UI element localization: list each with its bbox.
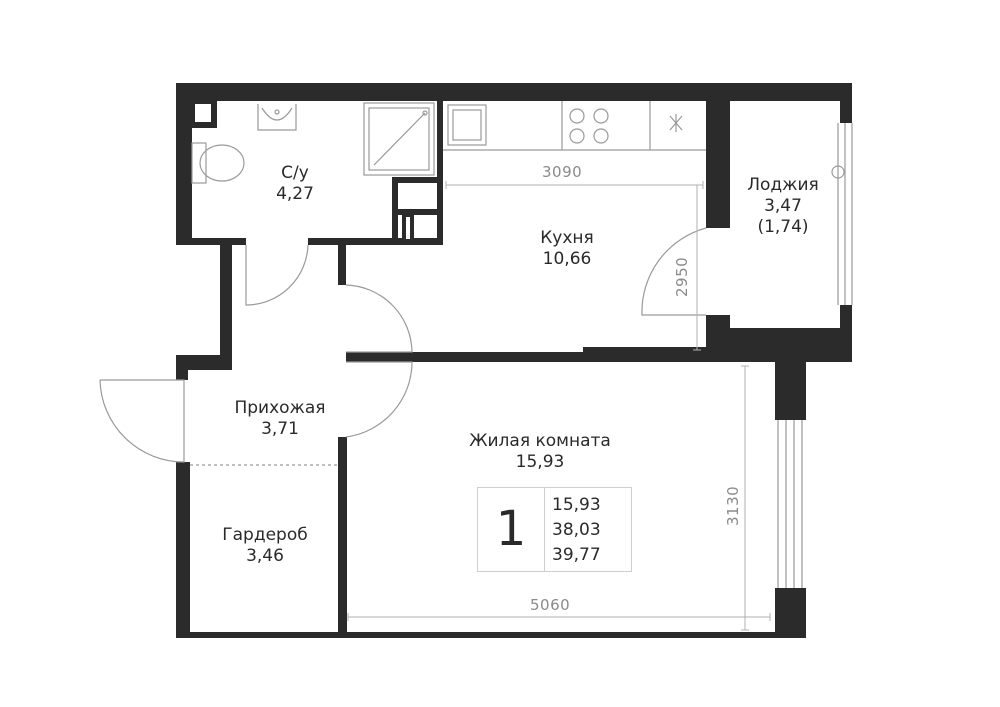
hallway-left-stub-2 (176, 355, 188, 380)
loggia-right-wall-top (840, 83, 852, 123)
living-door (345, 361, 413, 438)
total-area-value: 38,03 (552, 520, 601, 540)
dim-living-width: 5060 (530, 596, 571, 614)
shaft-3 (402, 213, 414, 243)
living-right-wall-bottom (775, 588, 806, 638)
room-label-bathroom: С/у 4,27 (245, 163, 345, 205)
left-wall-bathroom (176, 83, 192, 243)
living-window (777, 420, 803, 588)
kitchen-living-wall (346, 352, 726, 362)
loggia-right-wall-bottom (840, 305, 852, 362)
entrance-door (99, 379, 185, 463)
kitchen-depth-dim-line (693, 185, 701, 351)
room-label-living: Жилая комната 15,93 (450, 431, 630, 473)
bathroom-bottom-wall (176, 238, 246, 245)
bathroom-door (245, 244, 309, 306)
room-label-loggia: Лоджия 3,47 (1,74) (728, 175, 838, 238)
living-right-wall-top (775, 335, 806, 420)
dim-kitchen-depth: 2950 (673, 256, 691, 297)
room-label-wardrobe: Гардероб 3,46 (200, 525, 330, 567)
area-values: 15,93 38,03 39,77 (552, 493, 601, 568)
corner-shaft (189, 98, 217, 128)
shower-fixture (363, 102, 435, 176)
apartment-summary: 1 15,93 38,03 39,77 (477, 487, 632, 572)
rooms-count: 1 (478, 488, 545, 571)
walls (176, 83, 852, 638)
room-name: Лоджия (747, 175, 819, 195)
shaft-2 (392, 209, 443, 245)
dim-living-depth: 3130 (724, 485, 742, 526)
hallway-left-wall (220, 243, 232, 355)
room-label-kitchen: Кухня 10,66 (512, 228, 622, 270)
hallway-left-stub (176, 355, 232, 370)
room-name: Жилая комната (469, 431, 611, 451)
bathroom-bottom-wall-right (308, 238, 440, 245)
bottom-wall (176, 632, 806, 638)
bathroom-kitchen-wall (437, 101, 443, 245)
total-with-loggia-value: 39,77 (552, 545, 601, 565)
kitchen-loggia-wall-top (706, 83, 730, 228)
room-area: 15,93 (515, 452, 565, 472)
dim-kitchen-width: 3090 (542, 163, 583, 181)
living-area-value: 15,93 (552, 495, 601, 515)
kitchen-hallway-wall (338, 243, 346, 285)
kitchen-living-wall-thick (583, 347, 733, 362)
kitchen-door (345, 284, 413, 353)
room-area: 3,46 (246, 546, 284, 566)
toilet-fixture (191, 142, 245, 184)
room-area-reduced: (1,74) (757, 217, 809, 237)
room-area: 3,71 (261, 419, 299, 439)
living-width-dim-line (347, 613, 771, 621)
room-area: 10,66 (542, 249, 592, 269)
room-name: Прихожая (234, 398, 326, 418)
loggia-door (641, 227, 707, 316)
kitchen-counter (443, 101, 706, 151)
room-area: 4,27 (276, 184, 314, 204)
room-name: С/у (281, 163, 309, 183)
top-wall (176, 83, 852, 101)
wardrobe-living-wall (338, 437, 347, 637)
room-area: 3,47 (764, 196, 802, 216)
loggia-window (831, 123, 853, 305)
room-name: Кухня (540, 228, 594, 248)
room-label-hallway: Прихожая 3,71 (210, 398, 350, 440)
room-name: Гардероб (222, 525, 308, 545)
sink-fixture (257, 104, 297, 131)
shaft-1 (392, 177, 443, 215)
kitchen-width-dim-line (445, 181, 704, 189)
wardrobe-left-wall (176, 462, 190, 637)
living-depth-dim-line (741, 365, 749, 631)
